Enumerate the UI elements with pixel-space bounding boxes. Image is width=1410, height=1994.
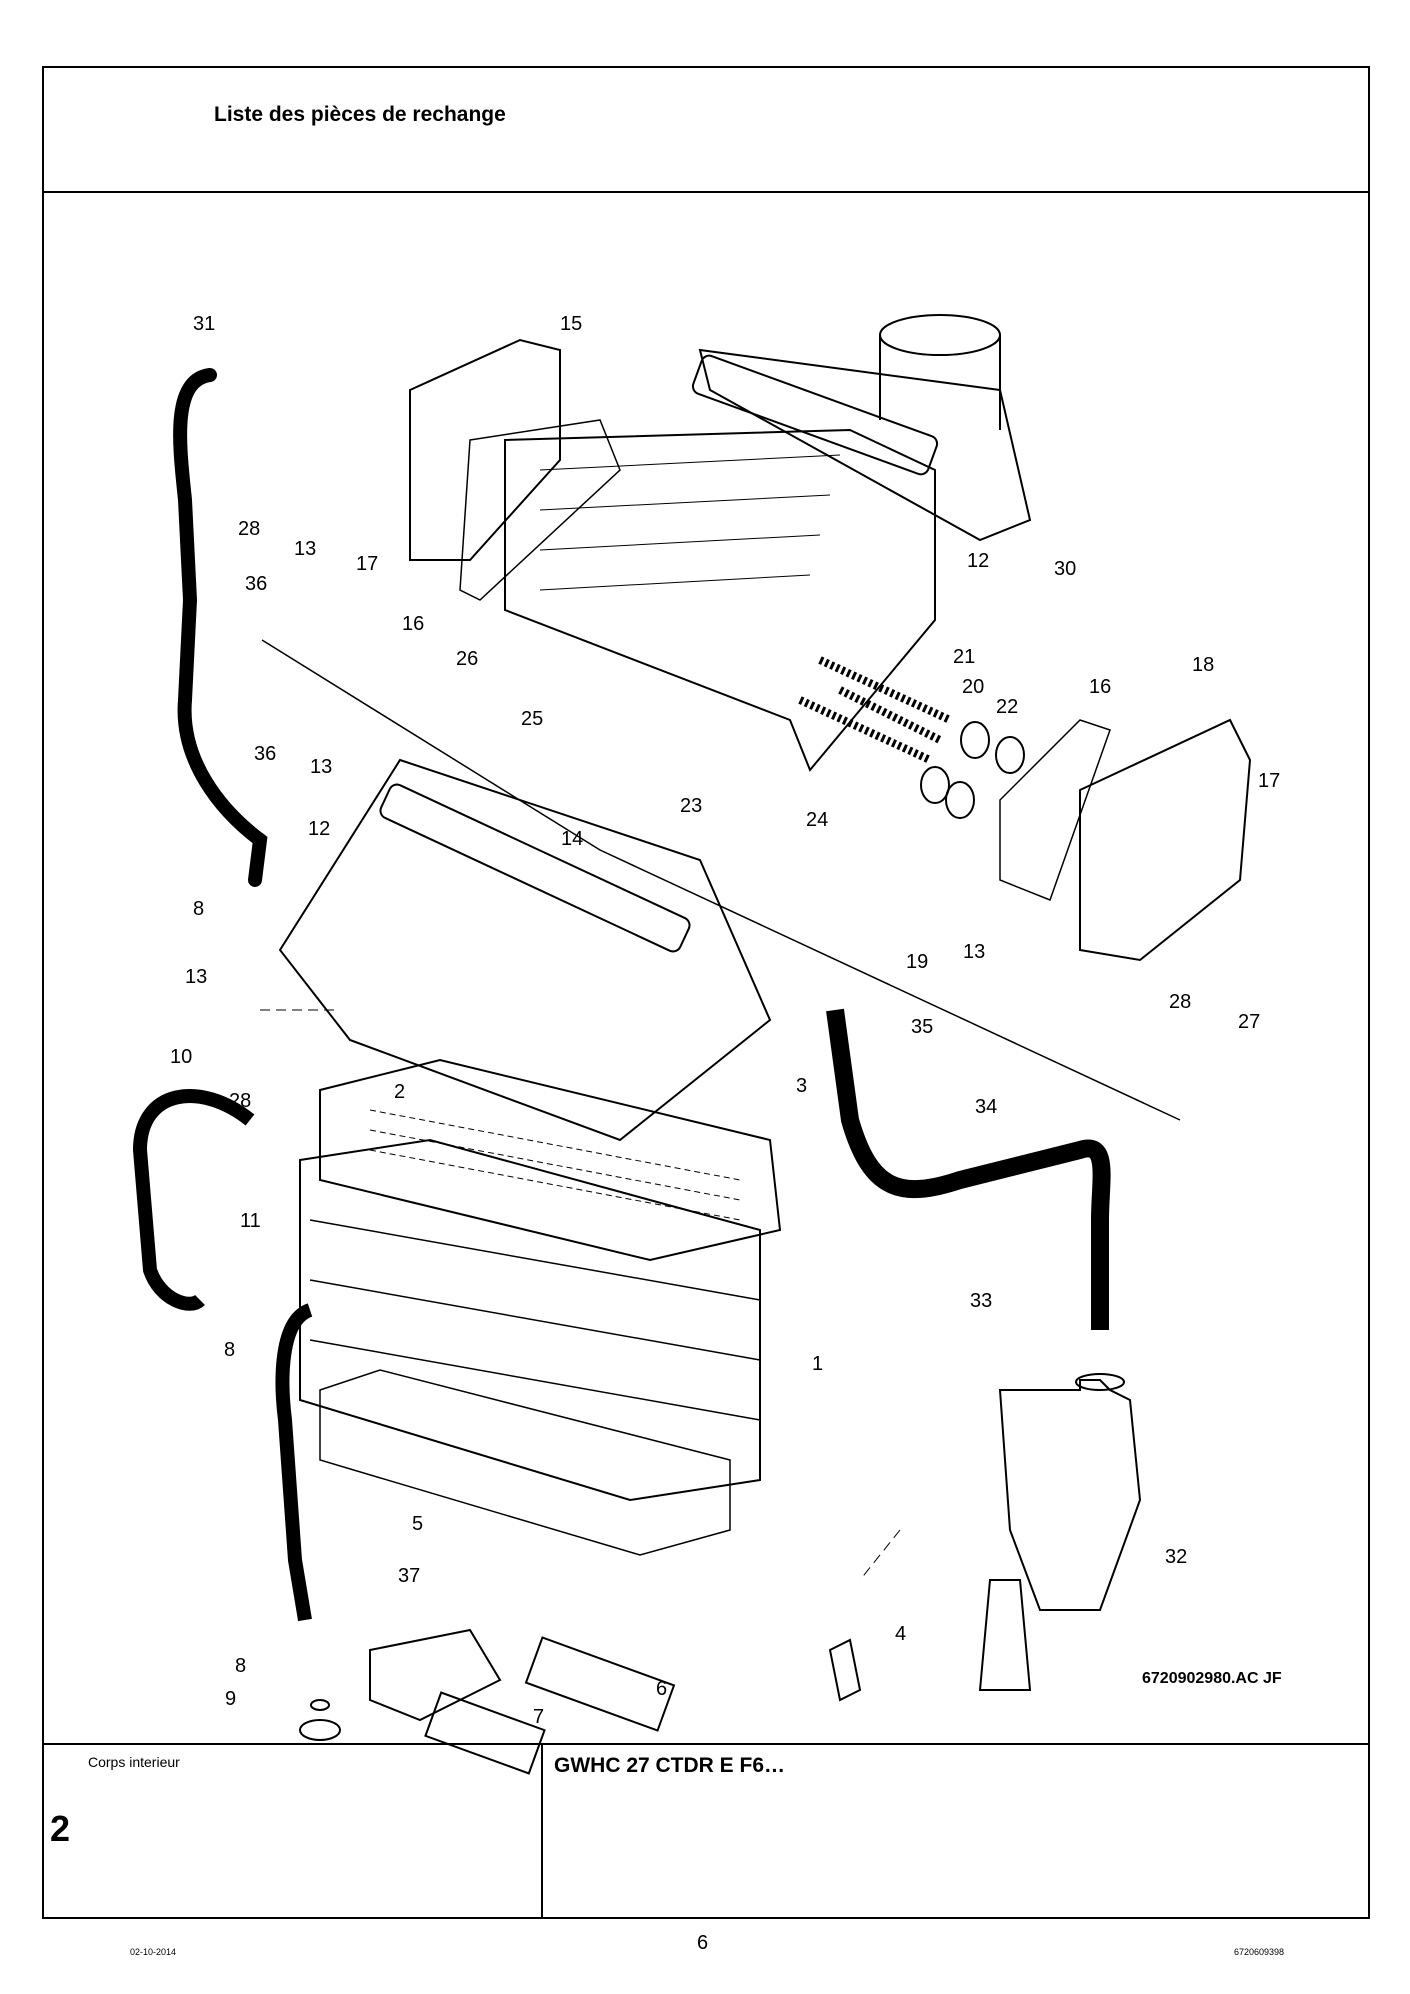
footer-divider xyxy=(42,1743,1370,1745)
footer-date: 02-10-2014 xyxy=(130,1947,177,1957)
fan-gasket-12 xyxy=(691,354,939,476)
callout-19: 19 xyxy=(906,951,928,973)
left-side-plate xyxy=(409,338,561,561)
callout-12: 12 xyxy=(308,818,330,840)
pipe-lower xyxy=(275,1303,314,1622)
right-side-plate xyxy=(1079,718,1252,962)
lower-hood xyxy=(278,758,772,1142)
callout-17: 17 xyxy=(356,553,378,575)
header-divider xyxy=(42,191,1370,193)
callout-18: 18 xyxy=(1192,654,1214,676)
callout-30: 30 xyxy=(1054,558,1076,580)
pipe-33 xyxy=(826,1008,1111,1330)
callout-8: 8 xyxy=(224,1339,235,1361)
callout-25: 25 xyxy=(521,708,543,730)
callout-2: 2 xyxy=(394,1081,405,1103)
hood-ribs xyxy=(539,454,841,591)
callout-7: 7 xyxy=(533,1706,544,1728)
right-gasket-16 xyxy=(999,719,1111,901)
burner-tray xyxy=(319,1058,782,1262)
electrode-block-6 xyxy=(524,1636,676,1732)
section-number: 2 xyxy=(50,1808,71,1849)
corrugated-tube-a xyxy=(798,656,952,764)
callout-23: 23 xyxy=(680,795,702,817)
callout-27: 27 xyxy=(1238,1011,1260,1033)
fitting-9 xyxy=(299,1719,341,1741)
callout-22: 22 xyxy=(996,696,1018,718)
callout-20: 20 xyxy=(962,676,984,698)
combustion-chamber-hood xyxy=(504,428,936,772)
callout-5: 5 xyxy=(412,1513,423,1535)
callout-6: 6 xyxy=(656,1678,667,1700)
fan-housing xyxy=(698,348,1032,542)
callout-35: 35 xyxy=(911,1016,933,1038)
callout-28: 28 xyxy=(1169,991,1191,1013)
callout-33: 33 xyxy=(970,1290,992,1312)
pipe-10 xyxy=(132,1089,255,1311)
callout-34: 34 xyxy=(975,1096,997,1118)
callout-36: 36 xyxy=(245,573,267,595)
drawing-reference: 6720902980.AC JF xyxy=(1142,1670,1282,1687)
callout-13: 13 xyxy=(963,941,985,963)
callout-13: 13 xyxy=(310,756,332,778)
callout-13: 13 xyxy=(294,538,316,560)
callout-16: 16 xyxy=(402,613,424,635)
document-number: 6720609398 xyxy=(1234,1947,1285,1957)
heat-exchanger xyxy=(299,1138,761,1502)
page-number: 6 xyxy=(697,1932,709,1954)
callout-3: 3 xyxy=(796,1075,807,1097)
lower-gasket-12 xyxy=(379,783,691,953)
heat-exchanger-gasket-5 xyxy=(319,1369,731,1556)
footer-column-divider xyxy=(541,1743,543,1919)
callout-28: 28 xyxy=(238,518,260,540)
callout-21: 21 xyxy=(953,646,975,668)
electrodes-7 xyxy=(369,1628,502,1722)
callout-10: 10 xyxy=(170,1046,192,1068)
callout-28: 28 xyxy=(229,1090,251,1112)
callout-15: 15 xyxy=(560,313,582,335)
callout-31: 31 xyxy=(193,313,215,335)
callout-17: 17 xyxy=(1258,770,1280,792)
callout-8: 8 xyxy=(193,898,204,920)
callout-1: 1 xyxy=(812,1353,823,1375)
page-title: Liste des pièces de rechange xyxy=(214,103,506,126)
fan-outlet xyxy=(879,314,1001,356)
callout-8: 8 xyxy=(235,1655,246,1677)
callout-14: 14 xyxy=(561,828,583,850)
callout-32: 32 xyxy=(1165,1546,1187,1568)
callout-12: 12 xyxy=(967,550,989,572)
callout-36: 36 xyxy=(254,743,276,765)
callout-11: 11 xyxy=(240,1210,261,1232)
left-gasket-16 xyxy=(459,419,621,601)
callout-37: 37 xyxy=(398,1565,420,1587)
ignition-plate-37 xyxy=(424,1691,546,1775)
page-frame xyxy=(42,66,1370,1919)
oring-8c xyxy=(310,1699,330,1711)
callout-9: 9 xyxy=(225,1688,236,1710)
section-label: Corps interieur xyxy=(88,1754,180,1770)
callout-numbers: 31 15 28 13 17 36 16 12 30 26 25 21 20 2… xyxy=(170,313,1280,1728)
callout-4: 4 xyxy=(895,1623,906,1645)
sensor-4 xyxy=(828,1638,862,1702)
callout-13: 13 xyxy=(185,966,207,988)
callout-24: 24 xyxy=(806,809,828,831)
siphon xyxy=(998,1379,1142,1611)
pipe-31-36 xyxy=(173,368,268,887)
callout-16: 16 xyxy=(1089,676,1111,698)
callout-26: 26 xyxy=(456,648,478,670)
model-name: GWHC 27 CTDR E F6… xyxy=(554,1754,786,1777)
